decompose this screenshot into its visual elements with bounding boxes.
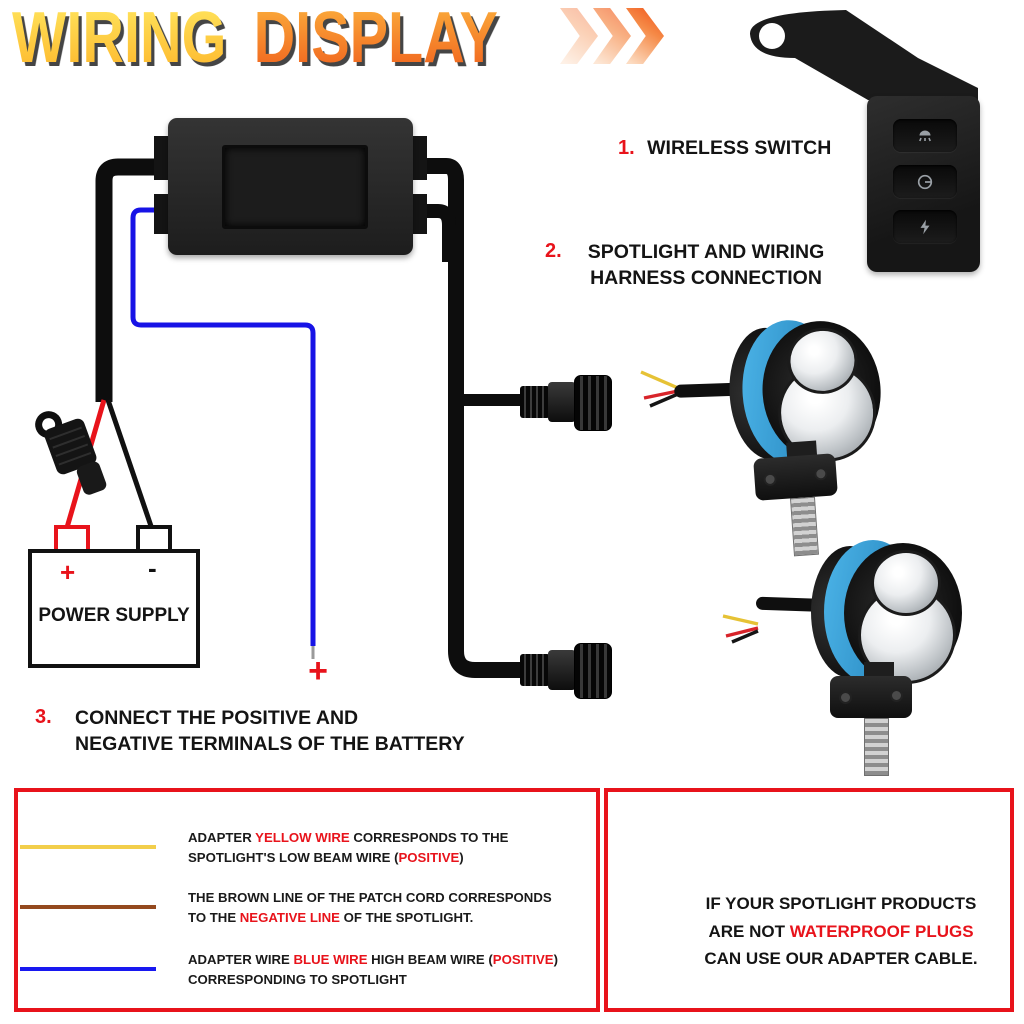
legend-row-brown: THE BROWN LINE OF THE PATCH CORD CORRESP… <box>20 888 580 929</box>
control-module-screen <box>222 145 368 229</box>
spotlight-2 <box>718 536 1024 786</box>
wireless-switch <box>867 96 980 272</box>
connector-body <box>548 382 576 422</box>
chevron-arrow-icon <box>593 8 631 64</box>
connector-strain-relief <box>520 386 550 418</box>
spotlight-bracket <box>830 676 912 718</box>
power-supply-box: + - POWER SUPPLY <box>28 549 200 668</box>
fuse-holder <box>35 411 107 495</box>
red-positive-wire <box>63 399 107 532</box>
step-2-line2: HARNESS CONNECTION <box>590 266 822 289</box>
chevron-arrow-icon <box>560 8 598 64</box>
bracket-hole <box>759 23 785 49</box>
switch-mount-bracket <box>749 10 978 100</box>
blue-wire-description: ADAPTER WIRE BLUE WIRE HIGH BEAM WIRE (P… <box>188 952 559 988</box>
page-title: WIRING DISPLAY <box>12 2 498 74</box>
bracket-screw <box>813 466 828 481</box>
controller-connector-tab <box>154 136 169 180</box>
harness-trunk-cable <box>415 158 524 678</box>
title-word-display: DISPLAY <box>253 0 498 78</box>
step-1-label: 1. WIRELESS SWITCH <box>618 136 831 162</box>
waterproof-plug-connector <box>520 374 612 431</box>
bracket-screw <box>763 472 778 487</box>
step-2-line1: SPOTLIGHT AND WIRING <box>587 241 825 263</box>
brown-wire-description: THE BROWN LINE OF THE PATCH CORD CORRESP… <box>188 890 552 926</box>
title-word-wiring: WIRING <box>12 0 227 78</box>
step-1-number: 1. <box>618 137 635 159</box>
power-supply-label: POWER SUPPLY <box>38 605 190 626</box>
connector-body <box>548 650 576 690</box>
power-button <box>893 165 957 198</box>
chevron-arrow-icon <box>626 8 664 64</box>
bracket-screw <box>890 689 903 702</box>
step-2-label: 2. SPOTLIGHT AND WIRING HARNESS CONNECTI… <box>545 240 840 291</box>
waterproof-plug-connector <box>520 642 612 699</box>
blue-wire-positive-symbol: + <box>308 652 328 690</box>
blue-wire-swatch <box>20 967 156 971</box>
connector-knurled-ring <box>574 375 612 431</box>
control-module <box>168 118 413 255</box>
battery-negative-symbol: - <box>148 553 157 583</box>
low-beam-button <box>893 119 957 152</box>
bracket-screw <box>839 691 852 704</box>
spotlight-mount-bolt <box>864 718 889 776</box>
flash-strobe-button <box>893 210 957 243</box>
flash-icon <box>920 219 930 234</box>
yellow-wire-swatch <box>20 845 156 849</box>
power-icon <box>917 174 933 189</box>
low-beam-icon <box>919 130 931 141</box>
step-3-line1: CONNECT THE POSITIVE AND <box>75 707 359 729</box>
battery-positive-symbol: + <box>60 557 76 587</box>
legend-row-blue: ADAPTER WIRE BLUE WIRE HIGH BEAM WIRE (P… <box>20 950 580 991</box>
brown-wire-swatch <box>20 905 156 909</box>
step-3-number: 3. <box>35 706 52 728</box>
controller-connector-tab <box>154 194 169 234</box>
controller-connector-tab <box>412 136 427 180</box>
step-3-label: 3. CONNECT THE POSITIVE AND NEGATIVE TER… <box>35 706 515 757</box>
step-2-number: 2. <box>545 240 562 262</box>
black-negative-wire <box>105 399 155 530</box>
connector-strain-relief <box>520 654 550 686</box>
controller-connector-tab <box>412 194 427 234</box>
spotlight-high-beam-lens <box>871 550 941 616</box>
spotlight-bracket <box>753 453 838 501</box>
connector-knurled-ring <box>574 643 612 699</box>
step-3-line2: NEGATIVE TERMINALS OF THE BATTERY <box>75 732 465 755</box>
step-1-text: WIRELESS SWITCH <box>647 137 832 159</box>
